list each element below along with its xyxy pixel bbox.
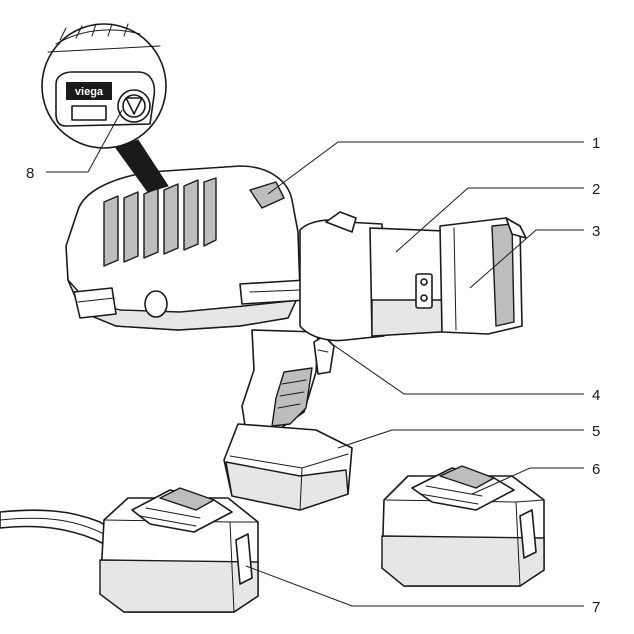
detail-magnifier: viega	[41, 23, 169, 193]
tool-housing	[65, 165, 307, 331]
power-cable	[0, 509, 113, 547]
battery-pack-large	[99, 487, 259, 613]
leader-lines	[46, 109, 584, 607]
logo-plate	[66, 82, 112, 100]
callout-4: 4	[592, 387, 600, 404]
side-button	[144, 290, 168, 318]
callout-7: 7	[592, 599, 600, 616]
tool-grip	[223, 329, 353, 511]
callout-1: 1	[592, 135, 600, 152]
callout-labels: 1 2 3 4 5 6 7 8	[26, 135, 600, 616]
viega-logo-text: viega	[75, 86, 104, 98]
callout-8: 8	[26, 165, 34, 182]
callout-2: 2	[592, 181, 600, 198]
callout-5: 5	[592, 423, 600, 440]
trigger	[313, 335, 335, 375]
callout-6: 6	[592, 461, 600, 478]
triangle-icon	[125, 97, 143, 115]
pressing-head	[299, 211, 527, 342]
battery-pack-spare	[381, 465, 545, 587]
callout-3: 3	[592, 223, 600, 240]
